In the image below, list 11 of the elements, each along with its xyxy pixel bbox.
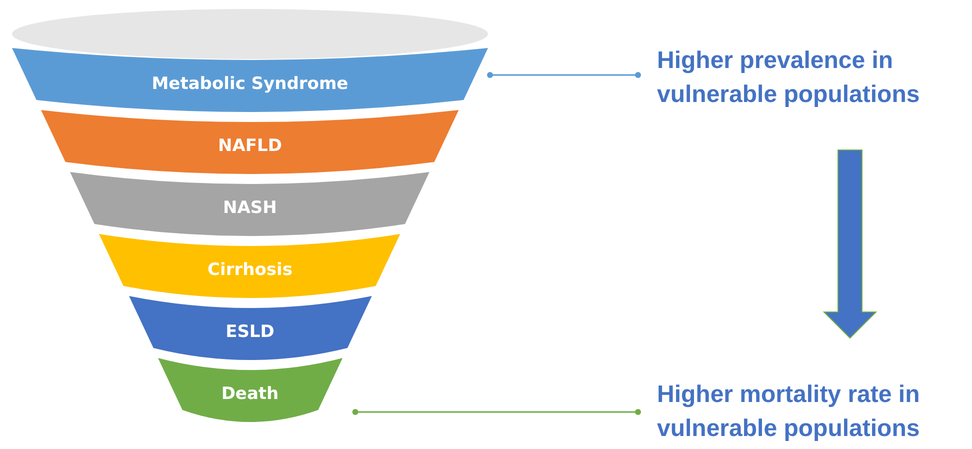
stage-label: ESLD bbox=[226, 322, 274, 342]
note-text: Higher prevalence in vulnerable populations bbox=[657, 46, 921, 110]
stage-label: NAFLD bbox=[218, 136, 282, 156]
leader-line bbox=[487, 72, 641, 78]
stage-label: Metabolic Syndrome bbox=[152, 74, 348, 94]
stage-label: NASH bbox=[223, 198, 277, 218]
stage-label: Cirrhosis bbox=[208, 260, 292, 280]
note-text: Higher mortality rate in vulnerable populations bbox=[657, 380, 921, 444]
stage-label: Death bbox=[221, 384, 279, 404]
leader-line bbox=[352, 409, 641, 415]
down-arrow bbox=[822, 150, 878, 339]
